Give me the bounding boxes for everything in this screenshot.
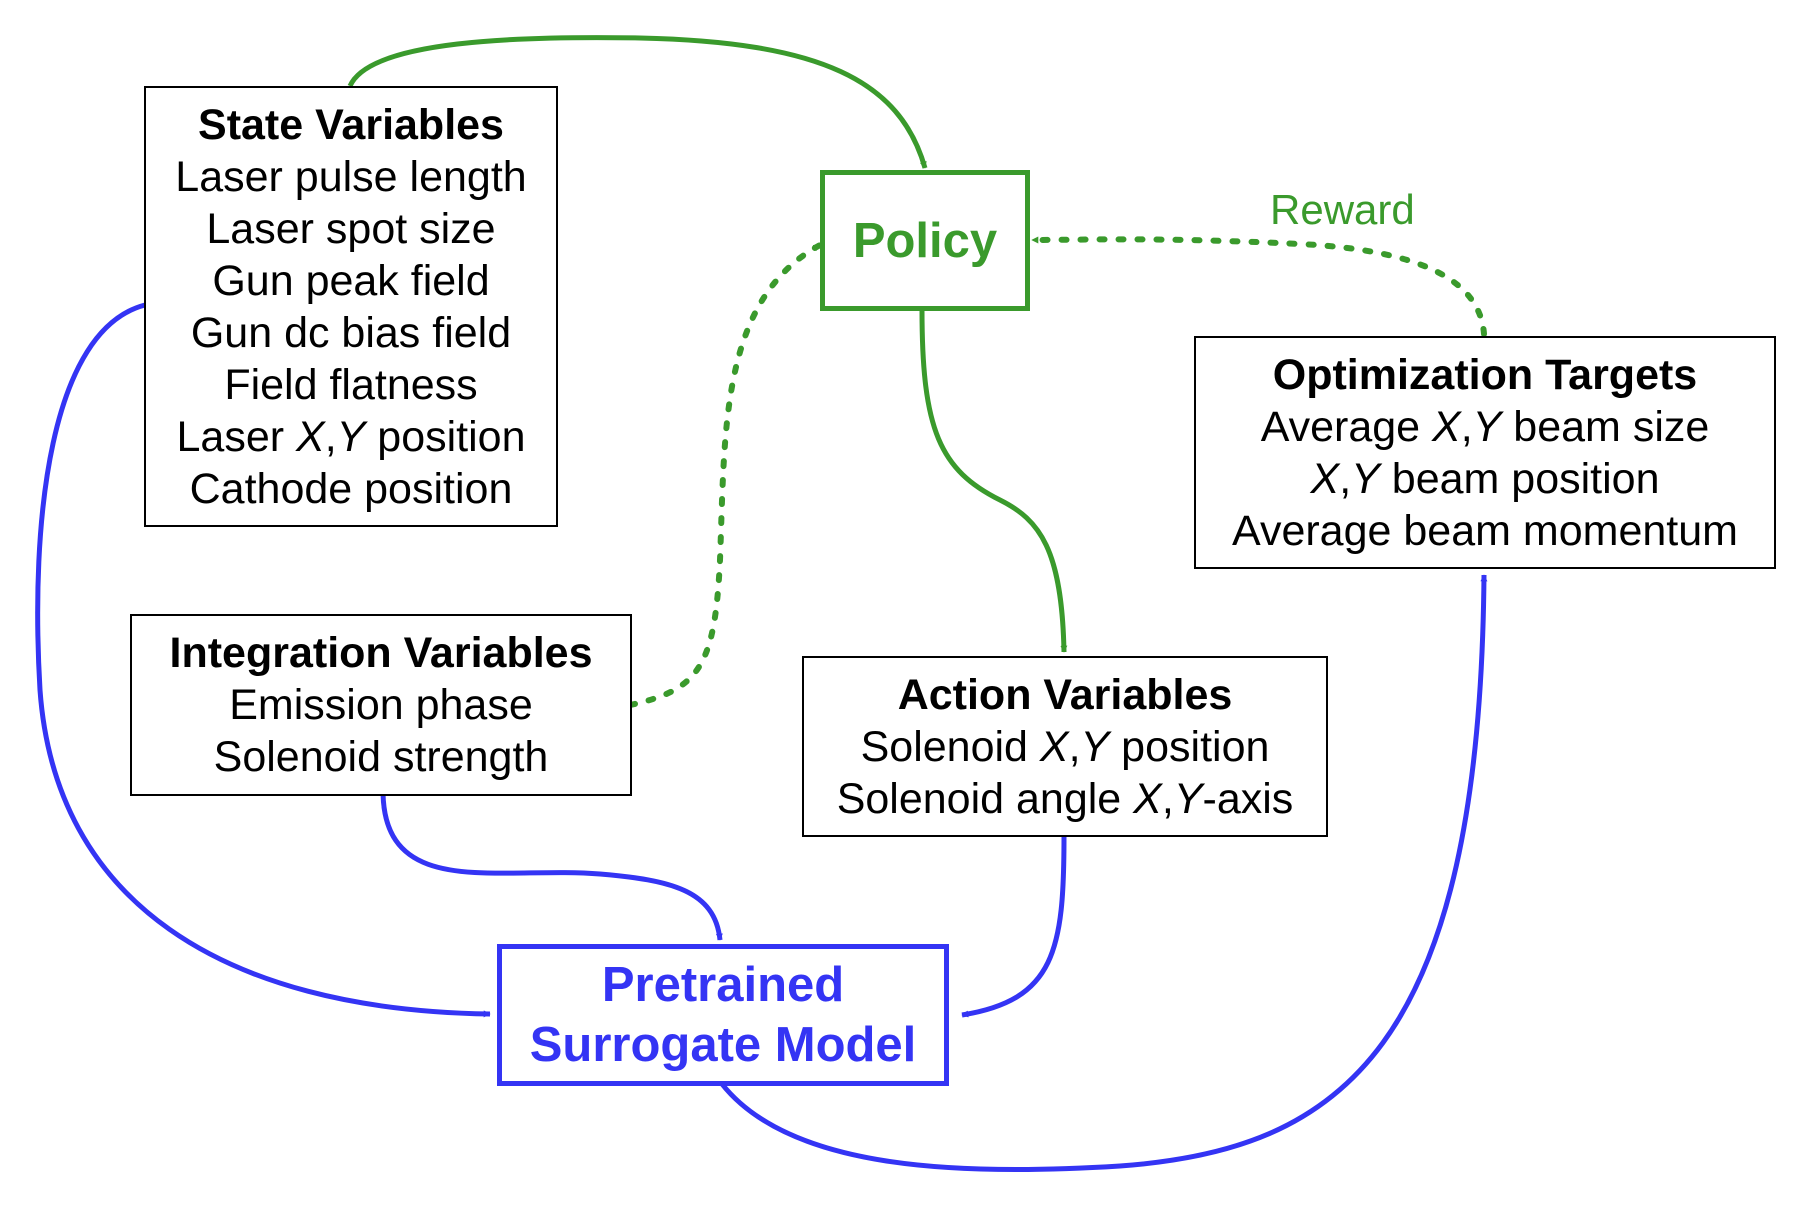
surrogate-model-line1: Pretrained — [601, 958, 845, 1012]
state-laser-pulse-length: Laser pulse length — [175, 152, 527, 201]
arrow-integration-to-surrogate — [380, 792, 723, 941]
action-solenoid-xy-position: Solenoid X,Y position — [861, 721, 1270, 773]
action-l1-comma: , — [1068, 722, 1081, 771]
targets-l1-suffix: beam size — [1501, 402, 1710, 451]
action-l1-suffix: position — [1109, 722, 1270, 771]
arrow-state-to-policy — [347, 35, 928, 169]
targets-l1-prefix: Average — [1260, 402, 1433, 451]
targets-l1-comma: , — [1460, 402, 1473, 451]
state-l6-x: X — [296, 412, 325, 461]
targets-xy-beam-position: X,Y beam position — [1311, 453, 1660, 505]
state-cathode-position: Cathode position — [189, 464, 513, 513]
arrow-action-to-surrogate — [961, 835, 1067, 1018]
state-l6-prefix: Laser — [176, 412, 296, 461]
arrow-reward-to-policy — [1029, 236, 1487, 337]
targets-l2-suffix: beam position — [1379, 454, 1660, 503]
integration-solenoid-strength: Solenoid strength — [213, 733, 549, 781]
state-laser-spot-size: Laser spot size — [206, 204, 496, 253]
action-l2-suffix: -axis — [1202, 774, 1294, 823]
arrow-state-to-surrogate — [35, 302, 491, 1018]
action-l2-y: Y — [1173, 774, 1203, 823]
state-gun-dc-bias-field: Gun dc bias field — [190, 308, 512, 357]
targets-l2-comma: , — [1339, 454, 1352, 503]
action-l1-y: Y — [1080, 722, 1110, 771]
action-variables-title: Action Variables — [897, 670, 1233, 719]
targets-average-xy-beam-size: Average X,Y beam size — [1261, 401, 1710, 453]
arrow-policy-to-action — [919, 309, 1068, 653]
state-laser-xy-position: Laser X,Y position — [176, 411, 525, 463]
action-l1-x: X — [1039, 722, 1069, 771]
state-l6-comma: , — [324, 412, 337, 461]
state-field-flatness: Field flatness — [224, 360, 478, 409]
integration-variables-box: Integration Variables Emission phase Sol… — [130, 614, 632, 796]
state-variables-box: State Variables Laser pulse length Laser… — [144, 86, 558, 527]
arrow-surrogate-to-targets — [720, 574, 1488, 1173]
action-l2-comma: , — [1161, 774, 1174, 823]
state-variables-title: State Variables — [198, 100, 504, 149]
surrogate-model-line2: Surrogate Model — [529, 1018, 917, 1072]
state-l6-suffix: position — [365, 412, 526, 461]
targets-average-beam-momentum: Average beam momentum — [1232, 506, 1738, 555]
targets-l2-x: X — [1310, 454, 1340, 503]
reward-label: Reward — [1270, 186, 1415, 233]
optimization-targets-box: Optimization Targets Average X,Y beam si… — [1194, 336, 1776, 569]
action-l1-prefix: Solenoid — [860, 722, 1040, 771]
action-variables-box: Action Variables Solenoid X,Y position S… — [802, 656, 1328, 837]
action-l2-x: X — [1133, 774, 1162, 823]
integration-variables-title: Integration Variables — [169, 629, 593, 677]
arrow-integration-to-policy — [627, 242, 823, 708]
policy-box: Policy — [820, 170, 1030, 311]
targets-l1-y: Y — [1472, 402, 1502, 451]
optimization-targets-title: Optimization Targets — [1272, 350, 1698, 399]
policy-label: Policy — [852, 213, 998, 268]
state-gun-peak-field: Gun peak field — [212, 256, 490, 305]
action-l2-prefix: Solenoid angle — [836, 774, 1134, 823]
integration-emission-phase: Emission phase — [229, 681, 533, 729]
action-solenoid-angle-xy-axis: Solenoid angle X,Y-axis — [837, 773, 1294, 825]
state-l6-y: Y — [336, 412, 366, 461]
surrogate-model-box: Pretrained Surrogate Model — [497, 944, 949, 1086]
targets-l1-x: X — [1432, 402, 1461, 451]
targets-l2-y: Y — [1351, 454, 1380, 503]
